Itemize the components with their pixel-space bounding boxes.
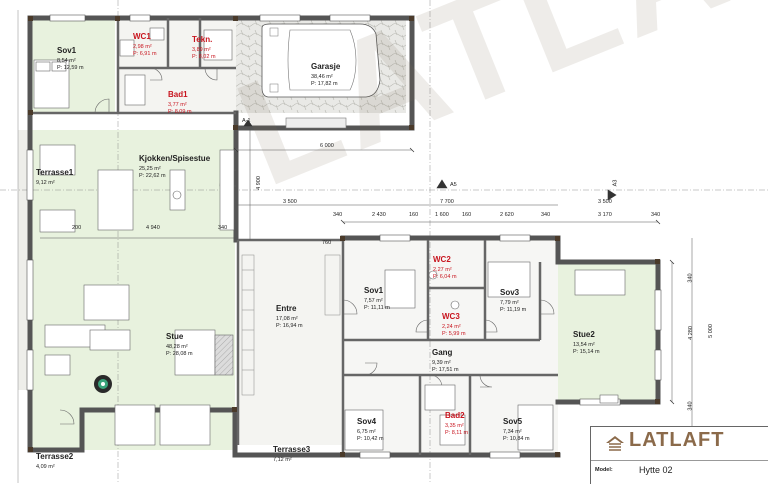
model-label: Model:	[595, 467, 613, 473]
marker-a1: A-1	[242, 118, 251, 124]
brand-logo: LATLAFT	[629, 429, 725, 451]
model-name: Hytte 02	[639, 465, 673, 475]
dim-760: 760	[322, 240, 332, 246]
dim-160-b: 160	[462, 212, 472, 218]
dim-340-b: 340	[541, 212, 551, 218]
dim-340-c: 340	[651, 212, 661, 218]
dim-340-v-a: 340	[687, 273, 694, 283]
dim-1600: 1 600	[435, 212, 449, 218]
dim-200: 200	[72, 225, 82, 231]
marker-a5: A5	[450, 182, 457, 188]
dim-4900: 4 900	[255, 176, 262, 190]
dim-340-d: 340	[218, 225, 228, 231]
dim-4280: 4 280	[687, 326, 694, 340]
marker-a3: A3	[612, 179, 619, 187]
dim-2430: 2 430	[372, 212, 386, 218]
dim-3500-b: 3 500	[598, 199, 612, 205]
floor-entre	[238, 240, 343, 445]
dim-340-v-b: 340	[687, 401, 694, 411]
dim-2620: 2 620	[500, 212, 514, 218]
dim-160-a: 160	[409, 212, 419, 218]
dim-3500-a: 3 500	[283, 199, 297, 205]
title-block: LATLAFT Model: Hytte 02	[590, 426, 768, 484]
dim-6000: 6 000	[320, 143, 334, 149]
dim-5000: 5 000	[707, 324, 714, 338]
dim-340-a: 340	[333, 212, 343, 218]
dim-7700: 7 700	[440, 199, 454, 205]
dim-4940: 4 940	[146, 225, 160, 231]
dim-3170: 3 170	[598, 212, 612, 218]
latlaft-logo-icon	[606, 436, 624, 451]
